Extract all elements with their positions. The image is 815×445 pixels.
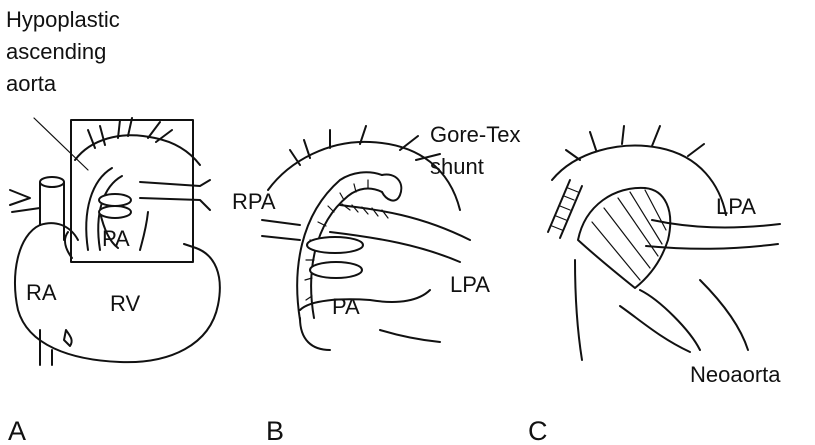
neoaorta-patch bbox=[577, 186, 672, 289]
heart-b-drawing bbox=[261, 125, 471, 351]
panel-letter-b: B bbox=[266, 416, 284, 445]
heart-c-drawing bbox=[547, 125, 781, 361]
heart-a-drawing bbox=[9, 117, 221, 366]
gore-tex-shunt-c bbox=[547, 179, 583, 239]
panel-c: LPA Neoaorta C bbox=[528, 125, 781, 445]
pa-stump-b bbox=[309, 261, 363, 279]
panel-a: Hypoplastic ascending aorta bbox=[6, 7, 221, 445]
label-gore-tex-1: Gore-Tex bbox=[430, 122, 520, 147]
label-pa-b: PA bbox=[332, 294, 360, 319]
label-ra: RA bbox=[26, 280, 57, 305]
panel-b: RPA Gore-Tex shunt LPA PA B bbox=[232, 122, 520, 445]
label-hypoplastic-3: aorta bbox=[6, 71, 57, 96]
panel-letter-c: C bbox=[528, 416, 548, 445]
label-rv: RV bbox=[110, 291, 140, 316]
label-hypoplastic-2: ascending bbox=[6, 39, 106, 64]
label-pa-a: PA bbox=[102, 226, 130, 251]
leader-hypoplastic-aorta bbox=[33, 117, 89, 171]
panel-letter-a: A bbox=[8, 416, 26, 445]
gore-tex-shunt-b bbox=[296, 171, 383, 321]
heart-a-outline bbox=[13, 224, 221, 364]
label-lpa-c: LPA bbox=[716, 194, 756, 219]
label-neoaorta: Neoaorta bbox=[690, 362, 781, 387]
label-lpa-b: LPA bbox=[450, 272, 490, 297]
svc-a bbox=[39, 181, 65, 241]
label-rpa: RPA bbox=[232, 189, 276, 214]
label-hypoplastic-1: Hypoplastic bbox=[6, 7, 120, 32]
label-gore-tex-2: shunt bbox=[430, 154, 484, 179]
detail-box bbox=[70, 119, 194, 263]
